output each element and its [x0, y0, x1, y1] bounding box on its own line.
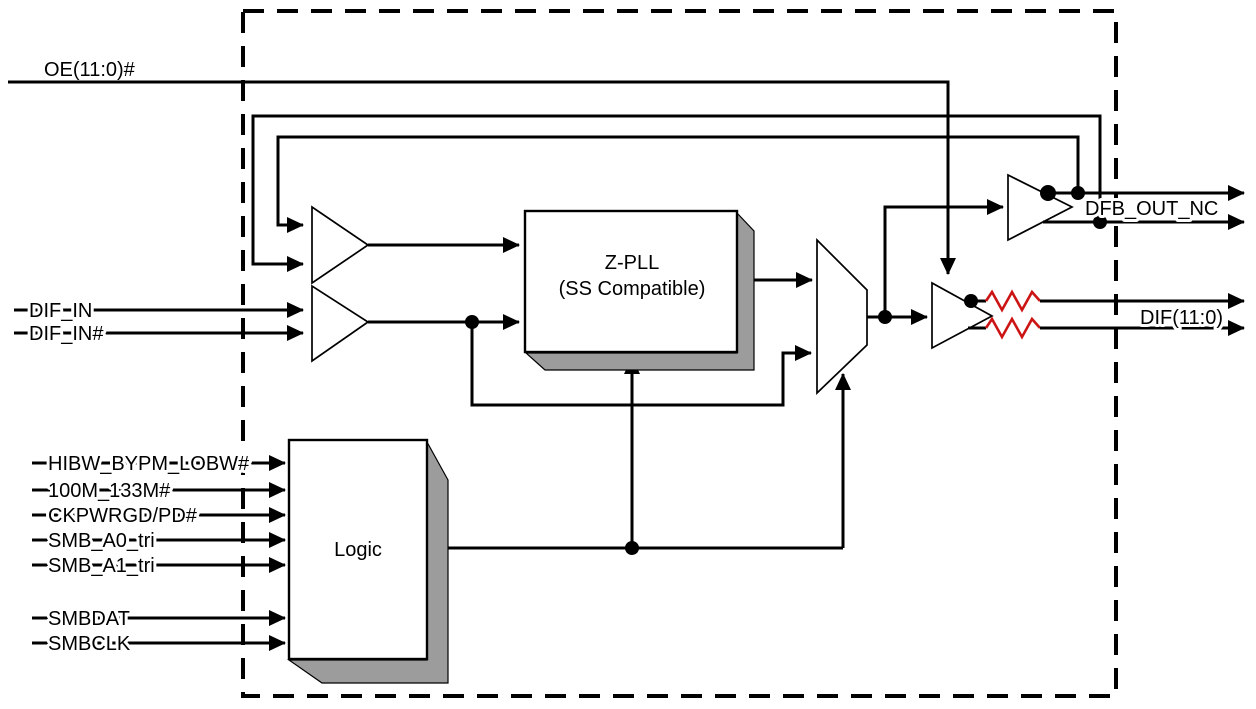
feedback-loop-inner: [276, 135, 1080, 233]
termination-resistor-top: [984, 289, 1041, 313]
feedback-input-buffer: [311, 205, 370, 285]
dfb-out-label: DFB_OUT_NC: [1085, 198, 1218, 220]
oe-label: OE(11:0)#: [44, 59, 136, 81]
zpll-block: [523, 209, 739, 354]
m100-133-label: 100M_133M#: [48, 480, 171, 502]
logic-block: [287, 438, 429, 661]
ckpwrgd-label: CKPWRGD/PD#: [48, 505, 198, 527]
chip-boundary: [241, 9, 1118, 698]
dif-in-b-label: DIF_IN#: [29, 323, 104, 345]
smbclk-label: SMBCLK: [48, 633, 131, 655]
dif-input-buffer: [311, 284, 370, 363]
mux: [816, 237, 868, 395]
pll-bypass-line: [470, 322, 812, 407]
mux-to-dfb-buffer-line: [883, 199, 1004, 317]
junction-dots: [465, 185, 1107, 555]
dfb-output-buffer: [1007, 173, 1074, 242]
smbdat-label: SMBDAT: [48, 608, 130, 630]
zpll-block-subtitle: (SS Compatible): [559, 278, 706, 300]
feedback-loop-outer: [251, 114, 1102, 272]
zpll-block-title: Z-PLL: [605, 252, 659, 274]
oe-signal-line: [8, 80, 956, 275]
logic-block-title: Logic: [334, 539, 382, 561]
logic-input-lines: [32, 455, 286, 651]
dif-output-buffer: [931, 281, 994, 350]
dif-out-label: DIF(11:0): [1140, 307, 1223, 329]
smb-a1-label: SMB_A1_tri: [48, 555, 155, 577]
dif-in-label: DIF_IN: [29, 300, 92, 322]
smb-a0-label: SMB_A0_tri: [48, 530, 155, 552]
hibw-label: HIBW_BYPM_LOBW#: [48, 453, 250, 475]
termination-resistor-bottom: [984, 316, 1041, 340]
